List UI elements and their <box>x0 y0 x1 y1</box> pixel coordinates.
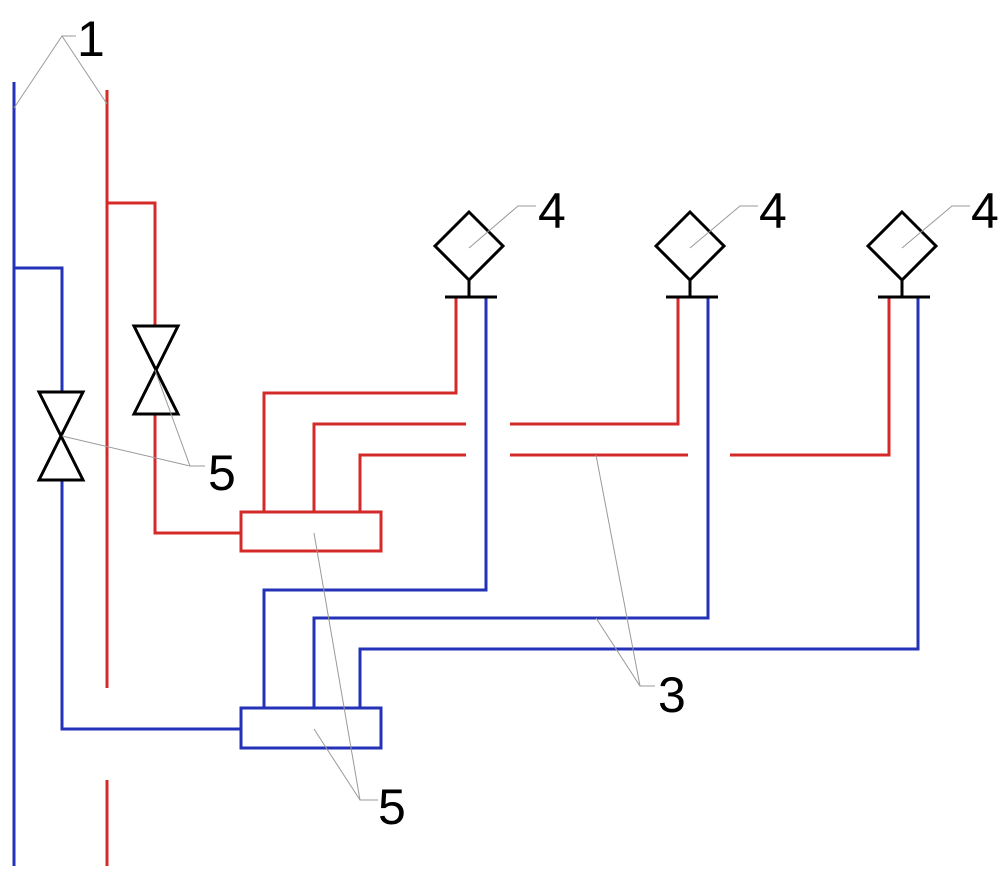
cold-line-fixture-1 <box>262 297 488 708</box>
cold-valve-icon <box>36 390 86 482</box>
cold-manifold <box>239 706 383 750</box>
leader-lines <box>13 35 970 801</box>
hot-line-fixture-3-a <box>358 453 466 512</box>
fixture-2-icon <box>653 209 727 299</box>
hot-line-fixture-1 <box>262 297 458 512</box>
callout-pipes: 3 <box>658 667 686 723</box>
callout-manifolds: 5 <box>378 779 406 835</box>
cold-line-fixture-3 <box>358 297 920 708</box>
cold-branch-lower <box>60 480 241 731</box>
callout-valves: 5 <box>208 445 236 501</box>
callout-riser: 1 <box>77 11 105 67</box>
hot-branch-lower <box>153 414 241 535</box>
hot-branch-upper <box>107 201 157 326</box>
hot-line-fixture-2-b <box>510 297 680 426</box>
cold-branch-upper <box>14 266 64 392</box>
fixture-1-icon <box>432 209 506 299</box>
hot-line-fixture-3-c <box>730 297 891 457</box>
callout-fixture-2: 4 <box>759 183 787 239</box>
hot-manifold <box>239 510 383 553</box>
callout-fixture-1: 4 <box>538 183 566 239</box>
cold-line-fixture-2 <box>312 297 710 708</box>
fixture-3-icon <box>865 209 939 299</box>
hot-valve-icon <box>131 324 181 416</box>
callout-fixture-3: 4 <box>971 183 999 239</box>
hot-line-fixture-2-a <box>312 422 466 512</box>
